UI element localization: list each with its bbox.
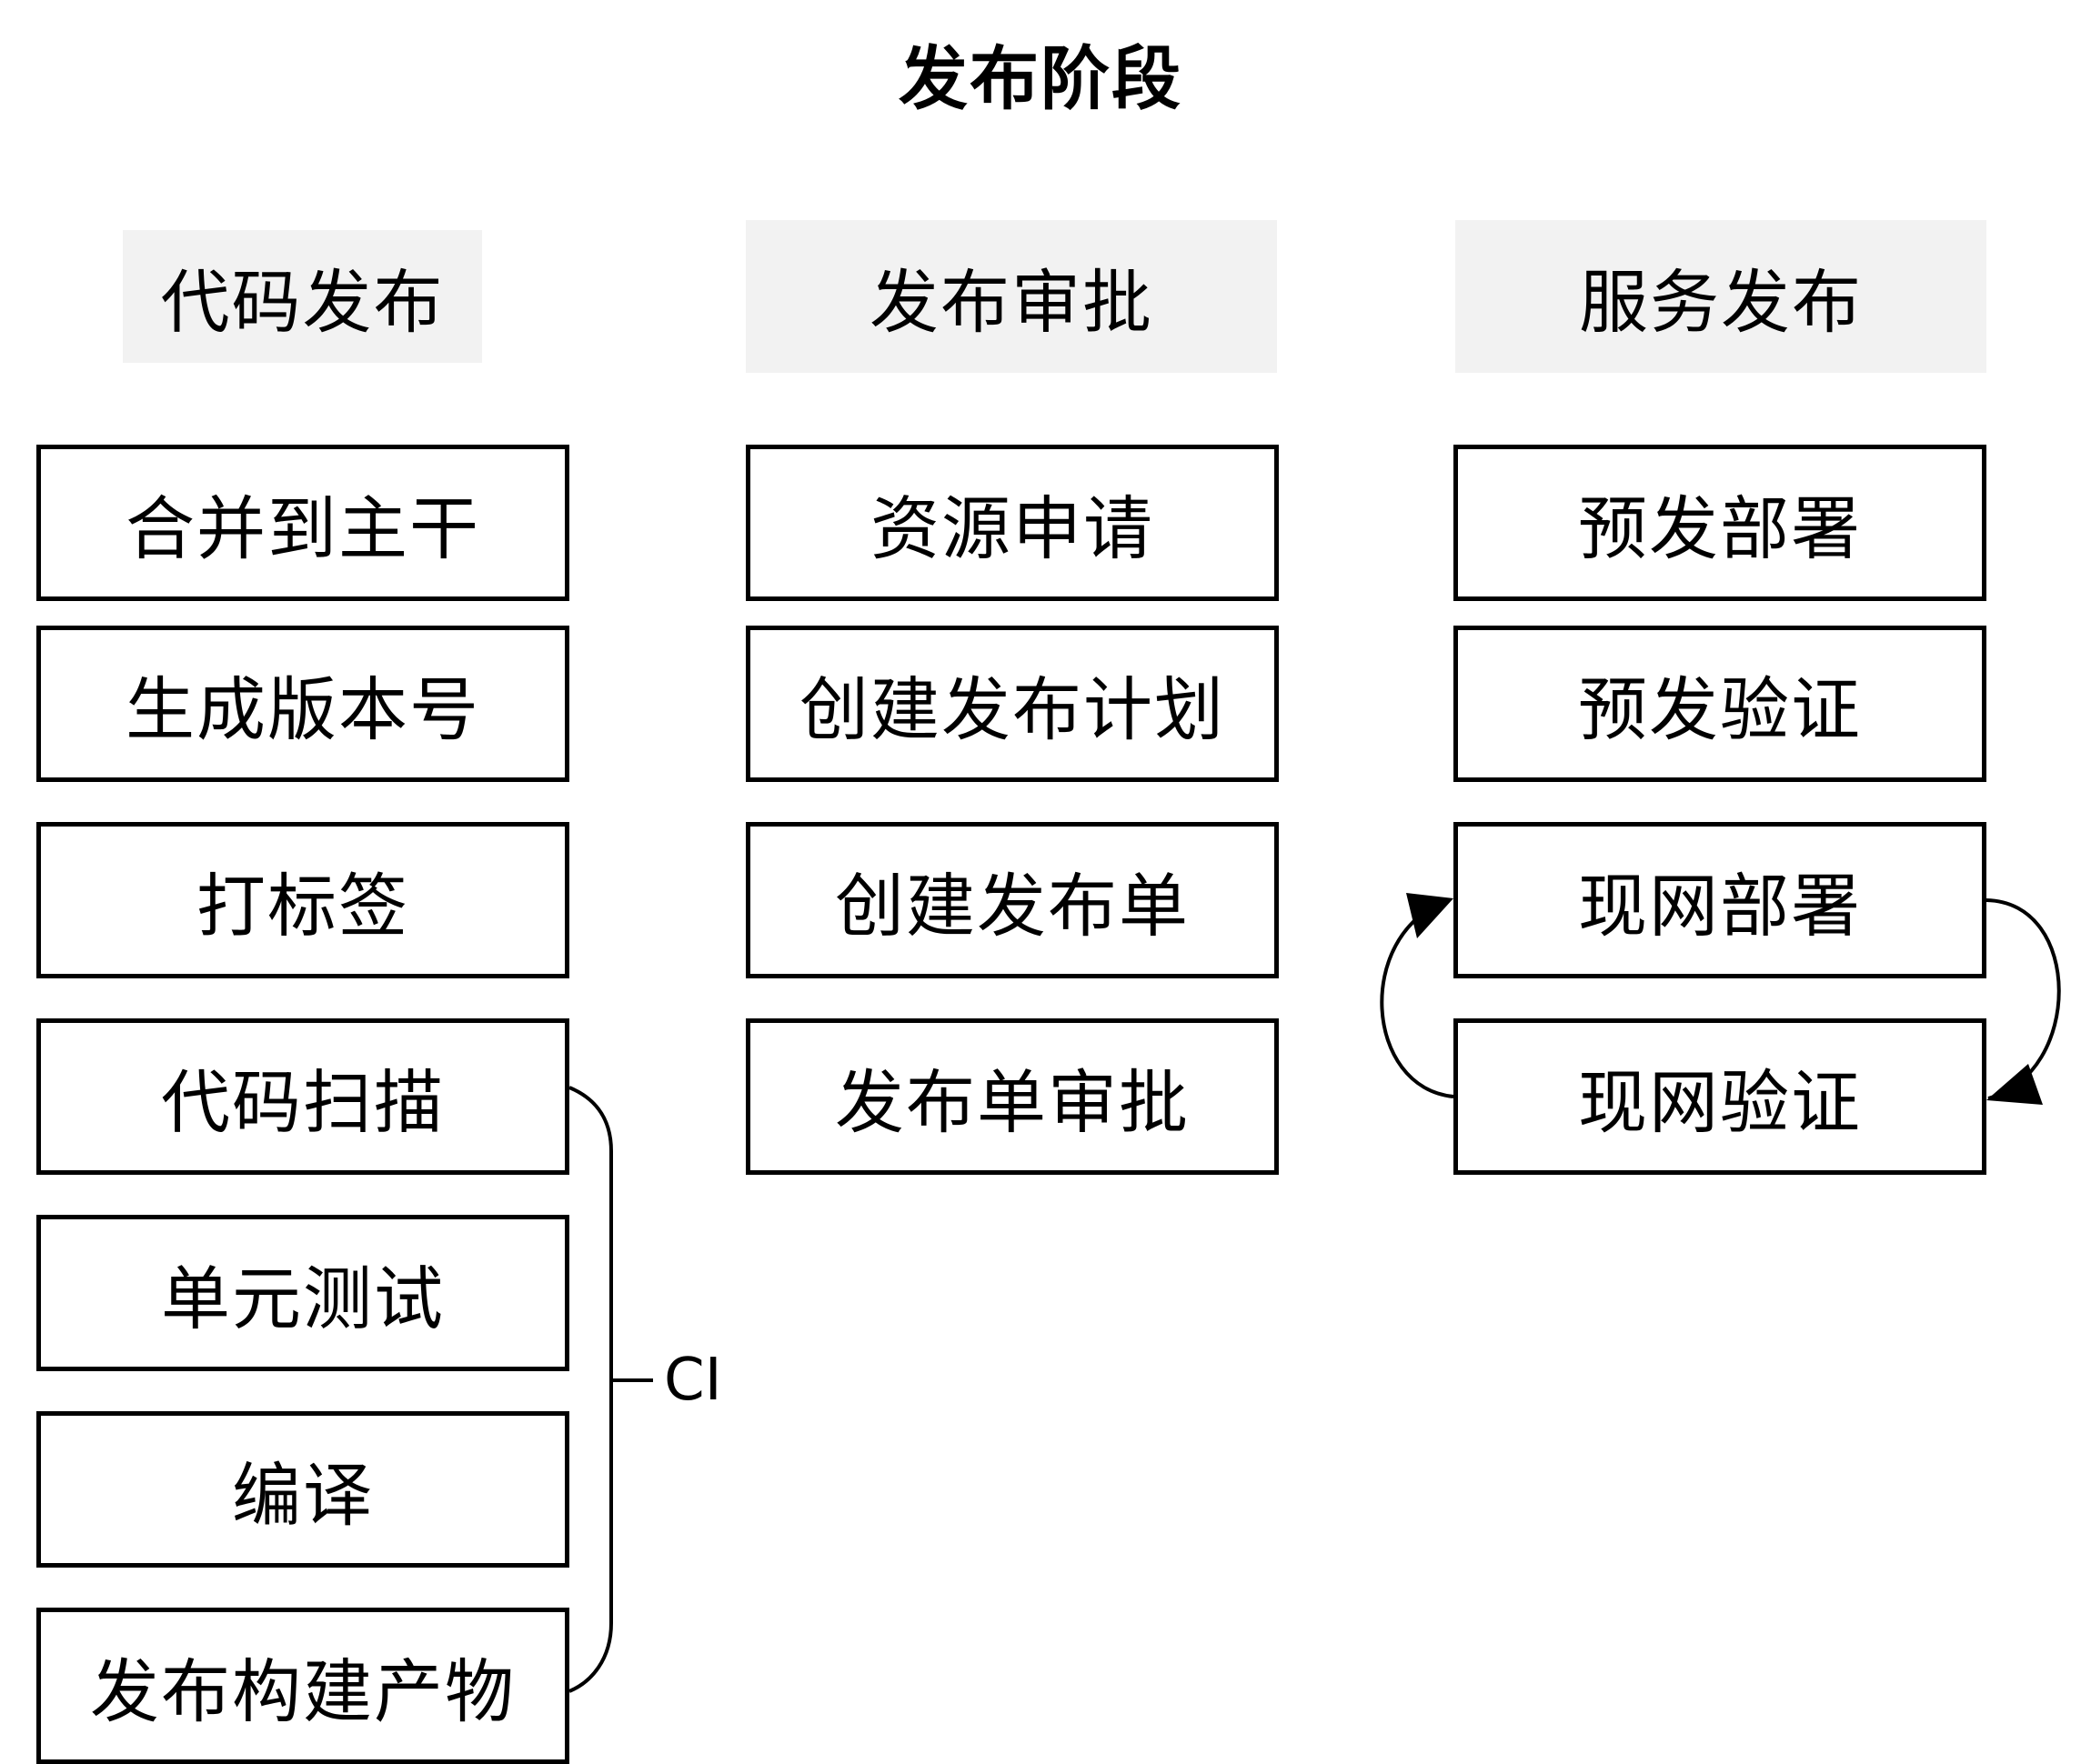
column-header-release-approval: 发布审批 (746, 220, 1277, 373)
step-tag: 打标签 (36, 822, 569, 978)
step-resource-request: 资源申请 (746, 445, 1279, 601)
step-publish-artifact: 发布构建产物 (36, 1608, 569, 1764)
step-staging-verify: 预发验证 (1453, 626, 1986, 782)
step-merge-to-trunk: 合并到主干 (36, 445, 569, 601)
arrowhead-verify-to-deploy (1406, 893, 1453, 938)
step-release-order-approval: 发布单审批 (746, 1018, 1279, 1175)
step-unit-test: 单元测试 (36, 1215, 569, 1371)
ci-bracket (568, 1086, 613, 1693)
step-production-verify: 现网验证 (1453, 1018, 1986, 1175)
arrow-deploy-to-verify (1985, 898, 2061, 1100)
ci-label: CI (664, 1347, 722, 1414)
step-create-release-order: 创建发布单 (746, 822, 1279, 978)
step-staging-deploy: 预发部署 (1453, 445, 1986, 601)
column-header-service-release: 服务发布 (1455, 220, 1986, 373)
step-compile: 编译 (36, 1411, 569, 1568)
arrowhead-deploy-to-verify (1986, 1064, 2043, 1105)
step-production-deploy: 现网部署 (1453, 822, 1986, 978)
step-generate-version: 生成版本号 (36, 626, 569, 782)
column-header-code-release: 代码发布 (123, 230, 482, 363)
diagram-title: 发布阶段 (899, 38, 1182, 119)
step-code-scan: 代码扫描 (36, 1018, 569, 1175)
step-create-release-plan: 创建发布计划 (746, 626, 1279, 782)
